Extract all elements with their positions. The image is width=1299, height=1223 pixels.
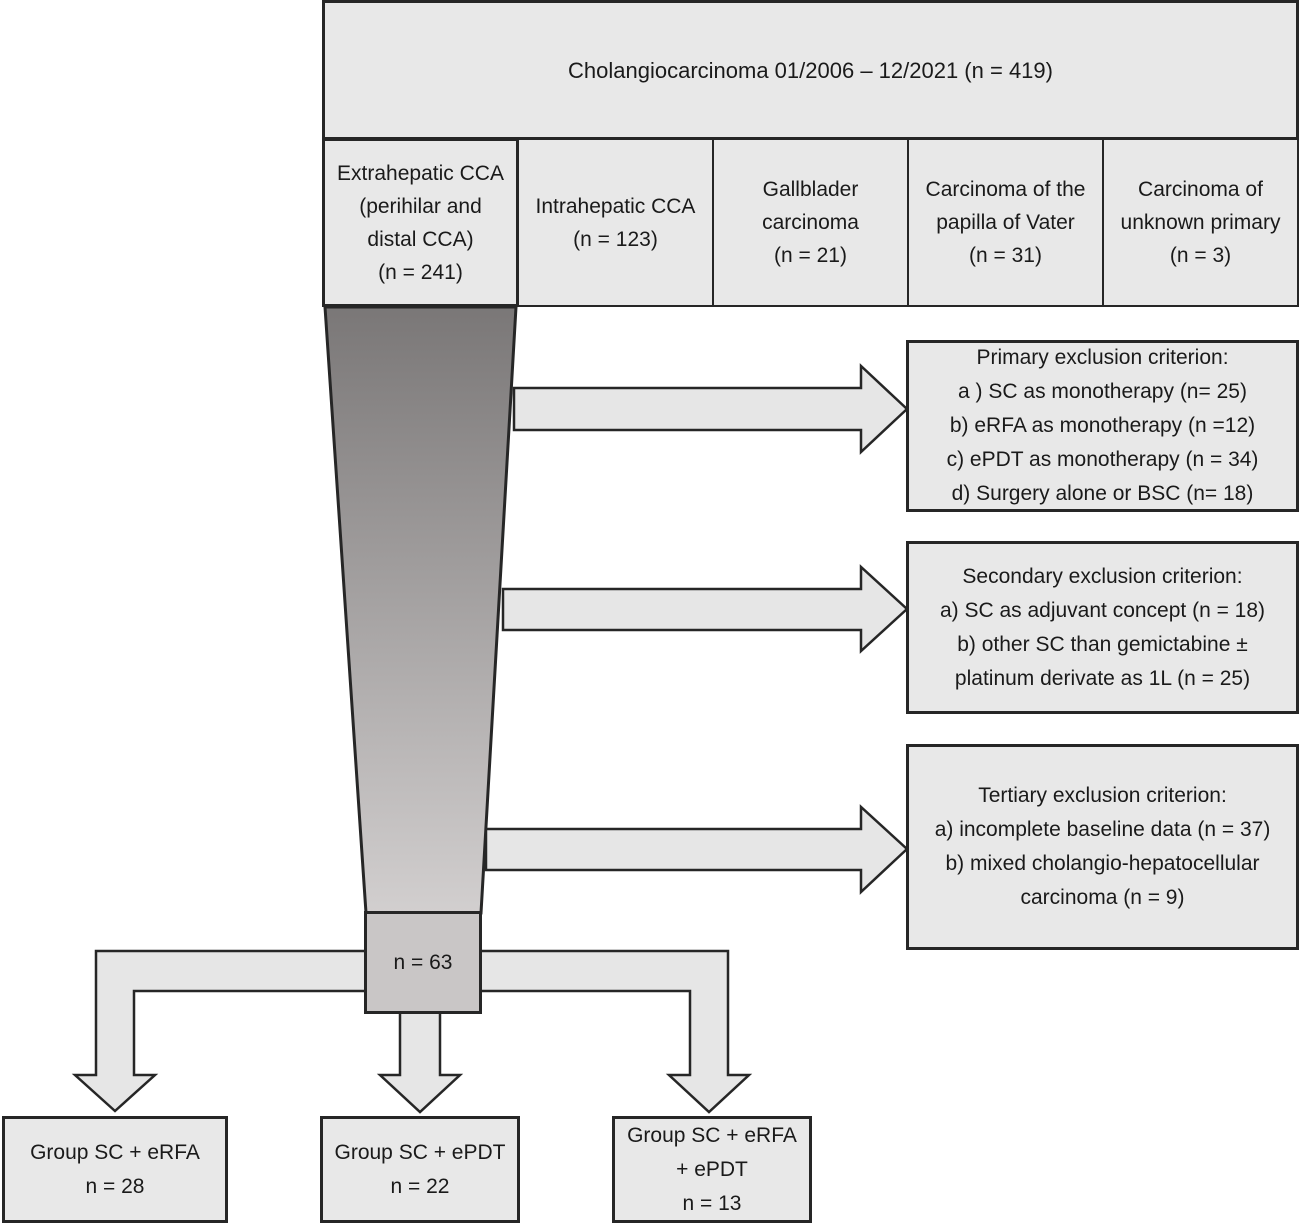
category-line: (perihilar and [359, 194, 482, 218]
exclusion-line: d) Surgery alone or BSC (n= 18) [951, 482, 1254, 505]
exclusion-line: b) mixed cholangio-hepatocellular [945, 852, 1260, 875]
category-line: carcinoma [762, 211, 859, 234]
category-line: (n = 3) [1169, 244, 1232, 267]
exclusion-line: a) SC as adjuvant concept (n = 18) [939, 598, 1266, 622]
group-line: Group SC + ePDT [334, 1140, 506, 1164]
group-line: n = 22 [390, 1174, 450, 1198]
exclusion-line: b) other SC than gemictabine ± [957, 632, 1248, 656]
category-line: unknown primary [1120, 211, 1281, 234]
category-line: Gallblader [762, 178, 859, 201]
group-sc-erfa-epdt-box: Group SC + eRFA + ePDT n = 13 [612, 1116, 812, 1223]
secondary-exclusion-box: Secondary exclusion criterion: a) SC as … [906, 541, 1299, 714]
exclusion-arrow-secondary [501, 564, 909, 654]
group-line: n = 13 [682, 1191, 742, 1215]
group-line: + ePDT [676, 1157, 748, 1181]
category-gallbladder-carcinoma: Gallblader carcinoma (n = 21) [712, 138, 909, 307]
tertiary-exclusion-box: Tertiary exclusion criterion: a) incompl… [906, 744, 1299, 950]
category-line: (n = 21) [774, 244, 847, 267]
exclusion-line: platinum derivate as 1L (n = 25) [954, 666, 1251, 690]
exclusion-line: Tertiary exclusion criterion: [978, 784, 1227, 807]
final-count-box: n = 63 [364, 911, 482, 1014]
category-line: (n = 123) [573, 227, 658, 251]
group-arrow-left [71, 949, 368, 1113]
category-line: distal CCA) [367, 227, 474, 251]
group-arrow-right [478, 949, 753, 1114]
exclusion-line: a ) SC as monotherapy (n= 25) [958, 380, 1247, 403]
exclusion-line: Primary exclusion criterion: [976, 346, 1229, 369]
primary-exclusion-box: Primary exclusion criterion: a ) SC as m… [906, 340, 1299, 512]
exclusion-line: carcinoma (n = 9) [1020, 886, 1185, 909]
group-line: n = 28 [85, 1174, 145, 1198]
exclusion-line: a) incomplete baseline data (n = 37) [934, 818, 1271, 841]
funnel-shape [323, 305, 518, 915]
category-extrahepatic-cca: Extrahepatic CCA (perihilar and distal C… [322, 138, 519, 307]
group-sc-epdt-box: Group SC + ePDT n = 22 [320, 1116, 520, 1223]
category-intrahepatic-cca: Intrahepatic CCA (n = 123) [517, 138, 714, 307]
exclusion-line: b) eRFA as monotherapy (n =12) [949, 414, 1256, 437]
final-count-label: n = 63 [393, 950, 453, 974]
category-line: Extrahepatic CCA [337, 161, 504, 185]
category-unknown-primary: Carcinoma of unknown primary (n = 3) [1102, 138, 1299, 307]
exclusion-arrow-primary [512, 363, 909, 455]
category-line: Carcinoma of the [925, 178, 1086, 201]
cohort-title-box: Cholangiocarcinoma 01/2006 – 12/2021 (n … [322, 0, 1299, 140]
category-line: Carcinoma of [1138, 178, 1263, 201]
group-sc-erfa-box: Group SC + eRFA n = 28 [2, 1116, 228, 1223]
group-arrow-middle [376, 1010, 464, 1114]
category-papilla-of-vater: Carcinoma of the papilla of Vater (n = 3… [907, 138, 1104, 307]
group-line: Group SC + eRFA [627, 1123, 797, 1147]
category-line: (n = 241) [378, 260, 463, 284]
category-line: Intrahepatic CCA [535, 194, 696, 218]
exclusion-arrow-tertiary [484, 804, 909, 895]
exclusion-line: c) ePDT as monotherapy (n = 34) [946, 448, 1259, 471]
exclusion-line: Secondary exclusion criterion: [962, 564, 1243, 588]
category-line: papilla of Vater [936, 211, 1075, 234]
cohort-title: Cholangiocarcinoma 01/2006 – 12/2021 (n … [568, 57, 1053, 83]
group-line: Group SC + eRFA [30, 1140, 200, 1164]
category-line: (n = 31) [969, 244, 1042, 267]
